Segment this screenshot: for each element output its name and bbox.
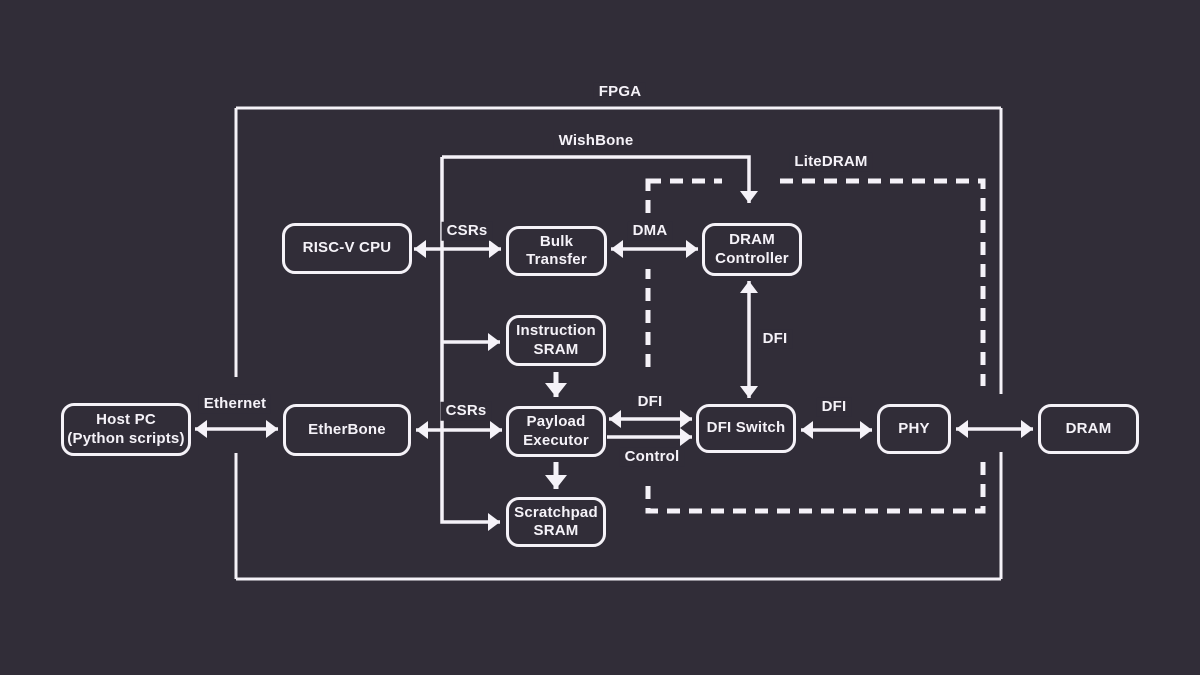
node-dram-controller: DRAM Controller: [702, 223, 802, 276]
node-host-pc: Host PC (Python scripts): [61, 403, 191, 456]
edge-bus-vertical-to-scratchpad: [440, 157, 500, 531]
node-label: Scratchpad: [514, 503, 598, 521]
dma-label: DMA: [627, 221, 673, 241]
node-label: DFI Switch: [706, 419, 786, 437]
dash-gap-phy-dram: [975, 386, 991, 454]
node-label: Transfer: [526, 251, 587, 268]
dfi-payload-label: DFI: [632, 392, 668, 412]
node-etherbone: EtherBone: [283, 404, 411, 456]
csrs-cpu-label: CSRs: [441, 221, 493, 241]
node-payload-executor: Payload Executor: [506, 406, 606, 457]
dash-gap-wishbone: [722, 173, 772, 189]
node-label: DRAM: [729, 231, 775, 249]
control-label: Control: [619, 447, 685, 467]
litedram-dashed-border: [645, 178, 986, 514]
ethernet-label: Ethernet: [198, 394, 272, 414]
node-label: Instruction: [516, 322, 596, 340]
node-label: Payload: [526, 413, 586, 431]
dfi-phy-label: DFI: [816, 397, 852, 417]
node-label: DRAM: [1065, 419, 1112, 437]
litedram-region-label: LiteDRAM: [789, 152, 873, 172]
node-dram: DRAM: [1038, 404, 1139, 454]
edge-wishbone-to-dram-controller: [442, 155, 758, 203]
node-scratchpad-sram: Scratchpad SRAM: [506, 497, 606, 547]
node-label: Host PC: [96, 411, 156, 429]
node-dfi-switch: DFI Switch: [696, 404, 796, 453]
node-label: Bulk: [539, 232, 574, 250]
node-bulk-transfer: Bulk Transfer: [506, 226, 607, 276]
node-label: Executor: [523, 431, 589, 449]
node-phy: PHY: [877, 404, 951, 454]
node-instruction-sram: Instruction SRAM: [506, 315, 606, 366]
fpga-region-label: FPGA: [593, 82, 647, 102]
node-label: EtherBone: [308, 420, 386, 438]
node-label: Controller: [715, 249, 789, 267]
node-riscv-cpu: RISC-V CPU: [282, 223, 412, 274]
node-label: SRAM: [533, 340, 579, 358]
node-sublabel: (Python scripts): [67, 429, 185, 447]
wishbone-label: WishBone: [553, 131, 639, 151]
csrs-etherbone-label: CSRs: [440, 401, 492, 421]
dfi-controller-label: DFI: [757, 329, 793, 349]
node-label: SRAM: [533, 522, 579, 539]
node-label: RISC-V CPU: [302, 239, 392, 257]
node-label: PHY: [898, 419, 930, 437]
